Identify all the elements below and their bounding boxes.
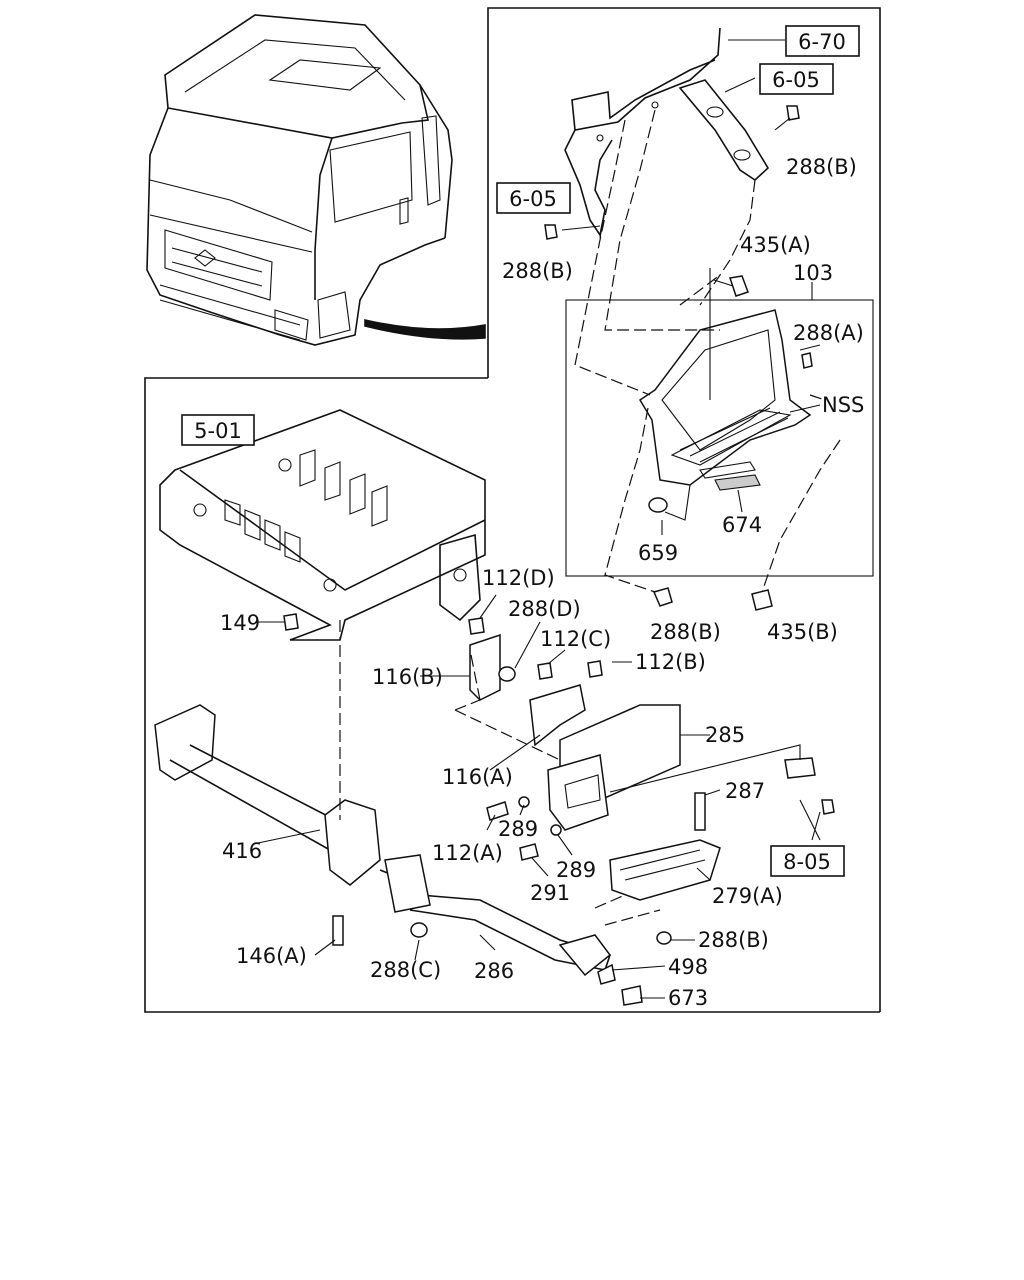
part-label[interactable]: 116(A) (442, 765, 513, 789)
part-label[interactable]: 287 (725, 779, 765, 803)
part-label[interactable]: 288(B) (698, 928, 769, 952)
part-label[interactable]: 285 (705, 723, 745, 747)
part-label[interactable]: 286 (474, 959, 514, 983)
ref-box-lamp[interactable] (770, 845, 845, 877)
part-label[interactable]: 498 (668, 955, 708, 979)
part-label[interactable]: 112(A) (432, 841, 503, 865)
ref-box-frame[interactable] (181, 414, 255, 446)
truck-cab-illustration (146, 14, 486, 346)
ref-box-lamp-label: 8-05 (783, 850, 831, 874)
frame-rail-drawing (159, 409, 486, 641)
part-label[interactable]: 435(B) (767, 620, 838, 644)
ref-box-mirror-mid-label: 6-05 (772, 68, 820, 92)
part-label[interactable]: 288(B) (502, 259, 573, 283)
step-bracket-drawing (154, 617, 835, 1006)
part-label[interactable]: 673 (668, 986, 708, 1010)
step-panel-border (144, 377, 880, 1013)
mirror-panel-border (487, 7, 881, 1012)
part-label[interactable]: 674 (722, 513, 762, 537)
ref-box-mirror-top[interactable] (785, 25, 860, 57)
part-label[interactable]: 112(D) (482, 566, 555, 590)
part-label[interactable]: 288(A) (793, 321, 864, 345)
part-label[interactable]: 288(B) (786, 155, 857, 179)
ref-box-mirror-left[interactable] (496, 182, 571, 214)
step-detail-frame (565, 299, 874, 577)
part-label[interactable]: 116(B) (372, 665, 443, 689)
ref-box-mirror-top-label: 6-70 (798, 30, 846, 54)
mirror-bracket-drawing (564, 27, 770, 239)
part-label[interactable]: 288(D) (508, 597, 581, 621)
ref-box-frame-label: 5-01 (194, 419, 242, 443)
part-label[interactable]: 289 (556, 858, 596, 882)
part-label[interactable]: 149 (220, 611, 260, 635)
leader-lines (255, 39, 841, 999)
part-label[interactable]: 291 (530, 881, 570, 905)
part-label[interactable]: 416 (222, 839, 262, 863)
part-label[interactable]: 279(A) (712, 884, 783, 908)
ref-box-mirror-mid[interactable] (759, 63, 834, 95)
part-label[interactable]: 659 (638, 541, 678, 565)
part-label[interactable]: 112(C) (540, 627, 611, 651)
part-label[interactable]: 112(B) (635, 650, 706, 674)
part-label[interactable]: 435(A) (740, 233, 811, 257)
part-label[interactable]: 289 (498, 817, 538, 841)
part-label[interactable]: 288(B) (650, 620, 721, 644)
part-label[interactable]: 103 (793, 261, 833, 285)
part-label[interactable]: 288(C) (370, 958, 441, 982)
ref-box-mirror-left-label: 6-05 (509, 187, 557, 211)
part-label[interactable]: 146(A) (236, 944, 307, 968)
part-label[interactable]: NSS (822, 393, 864, 417)
step-assembly-drawing (544, 105, 813, 611)
